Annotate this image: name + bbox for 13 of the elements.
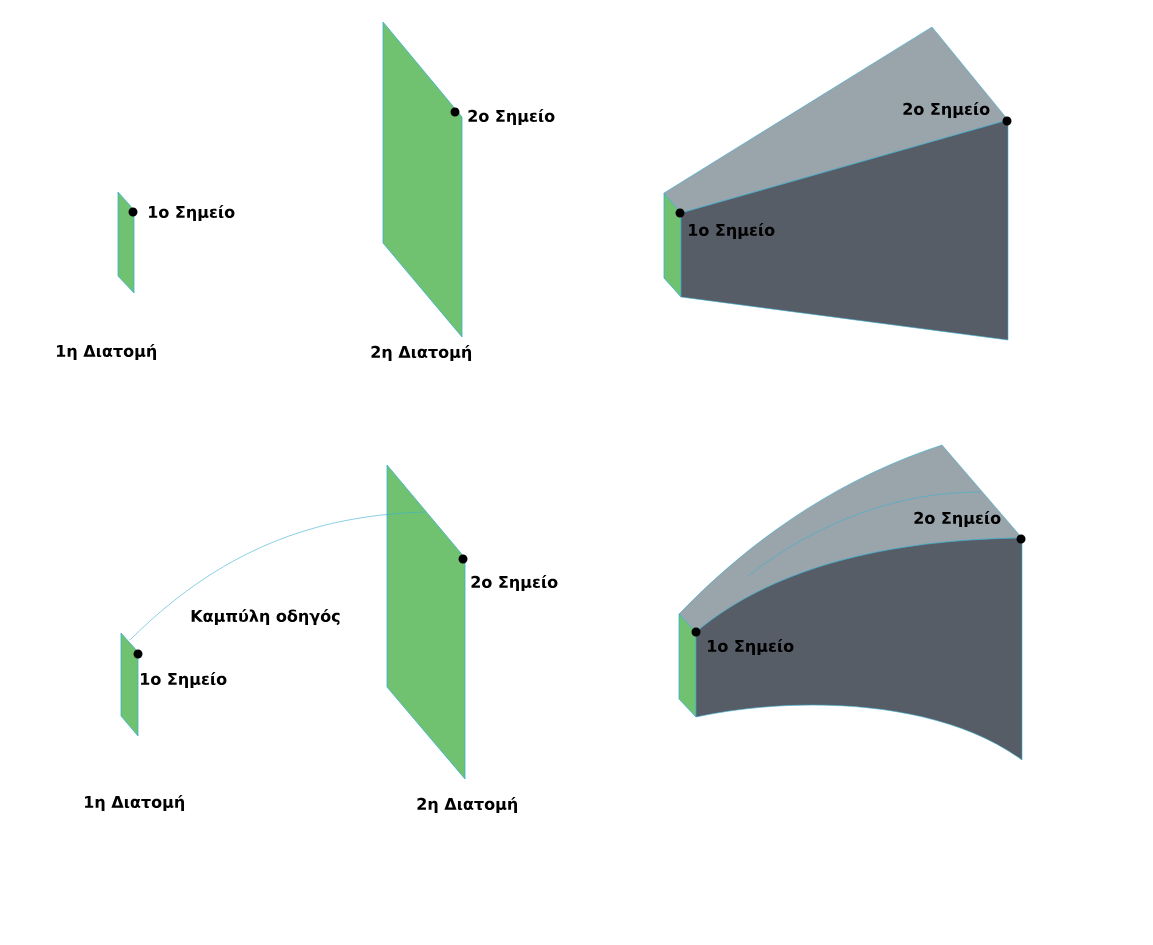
point-label: 2ο Σημείο bbox=[471, 574, 558, 592]
section-label: 1η Διατομή bbox=[57, 343, 156, 361]
point-label: 1ο Σημείο bbox=[141, 671, 227, 689]
section-label: 1η Διατομή bbox=[85, 794, 184, 812]
point-label: 1ο Σημείο bbox=[689, 222, 775, 240]
curve-label: Καμπύλη οδηγός bbox=[191, 608, 340, 626]
section-label: 2η Διατομή bbox=[417, 796, 518, 814]
point-label: 1ο Σημείο bbox=[149, 204, 235, 222]
point-label: 2ο Σημείο bbox=[903, 101, 990, 119]
point-label: 2ο Σημείο bbox=[914, 510, 1001, 528]
section-label: 2η Διατομή bbox=[371, 344, 472, 362]
point-label: 1ο Σημείο bbox=[708, 638, 794, 656]
point-label: 2ο Σημείο bbox=[468, 108, 555, 126]
